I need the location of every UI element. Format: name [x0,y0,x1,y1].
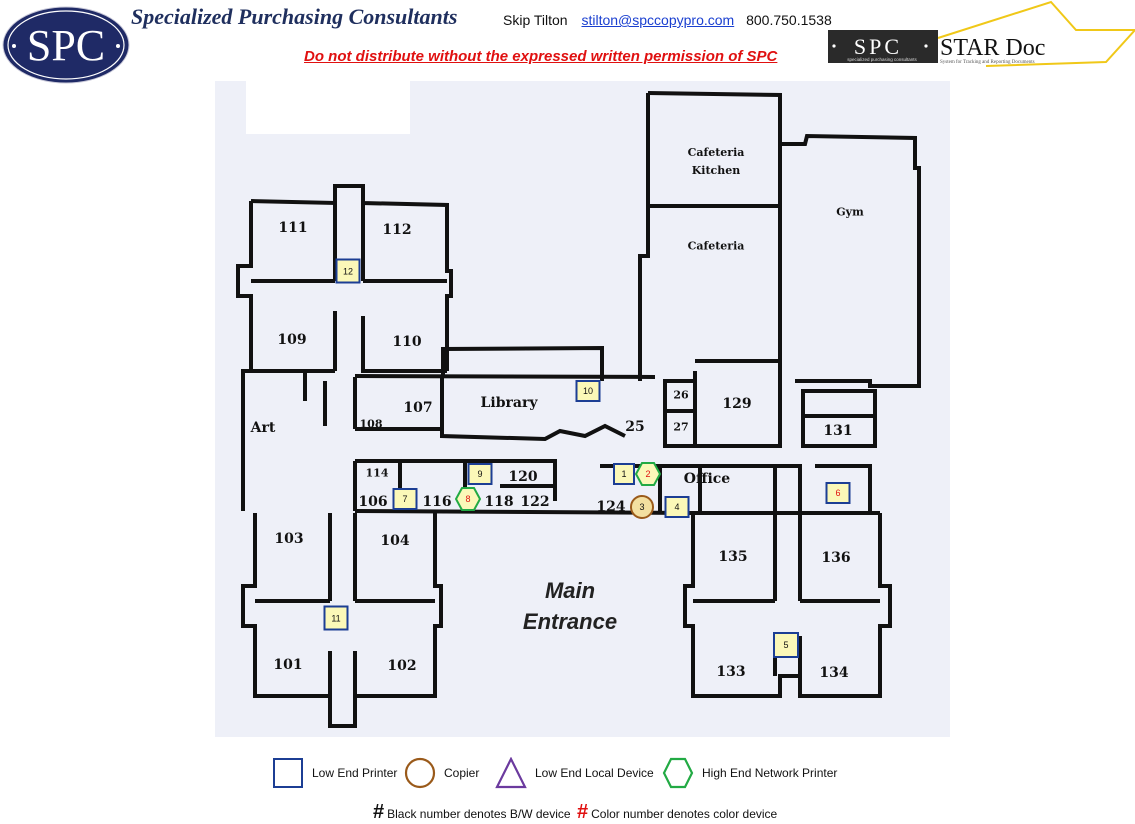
entrance-line-2: Entrance [522,609,618,634]
room-label: Cafeteria Kitchen [687,146,745,177]
room-label: 136 [821,550,851,566]
room-label: 120 [508,469,538,485]
contact-info: Skip Tilton stilton@spccopypro.com 800.7… [503,12,832,28]
device-number: 5 [783,640,789,650]
device-number: 10 [582,386,593,396]
legend-label: Copier [444,766,480,780]
svg-text:SPC: SPC [854,34,902,59]
room-label: 25 [625,419,645,435]
legend-label: Low End Local Device [535,766,654,780]
device-marker[interactable]: 12 [335,258,361,284]
legend-high-end-network-printer: High End Network Printer [662,757,837,789]
floor-plan-walls [236,81,921,728]
svg-text:specialized purchasing consult: specialized purchasing consultants [847,57,917,62]
device-number: 8 [465,494,471,504]
color-note-text: Color number denotes color device [591,807,778,821]
legend-label: Low End Printer [312,766,398,780]
room-label: 108 [359,417,383,431]
room-label: 112 [382,222,412,238]
device-marker[interactable]: 4 [664,496,690,518]
contact-email-link[interactable]: stilton@spccopypro.com [581,12,735,28]
hexagon-icon [635,462,661,486]
room-label: 135 [718,549,748,565]
device-marker[interactable]: 8 [455,487,481,511]
room-label: 124 [596,499,626,515]
legend-low-end-local-device: Low End Local Device [495,757,654,789]
device-number: 9 [477,469,483,479]
room-label: Office [683,471,731,487]
room-label: 118 [484,494,514,510]
room-label: Cafeteria [687,239,745,253]
room-label: 106 [358,494,388,510]
device-marker[interactable]: 5 [773,632,799,658]
device-number: 11 [331,613,341,623]
legend-low-end-printer: Low End Printer [272,757,397,789]
svg-text:STAR Doc: STAR Doc [940,35,1045,61]
room-label: 107 [403,400,433,416]
room-label: 110 [392,334,422,350]
hexagon-icon [455,487,481,511]
device-marker[interactable]: 11 [323,605,349,631]
room-label: 122 [520,494,550,510]
bw-note-text: Black number denotes B/W device [387,807,571,821]
device-number: 6 [835,488,841,498]
room-label: 134 [819,665,849,681]
company-name: Specialized Purchasing Consultants [131,4,458,29]
device-marker[interactable]: 6 [825,482,851,504]
room-label: 26 [673,388,689,402]
room-label: 104 [380,533,410,549]
color-symbol: # [577,801,589,823]
device-number: 1 [621,469,627,479]
room-label: Art [250,420,276,436]
triangle-icon [495,757,527,789]
square-icon [273,758,303,788]
device-number: 4 [674,502,680,512]
device-number: 7 [402,494,408,504]
contact-phone: 800.750.1538 [746,12,832,28]
device-number: 2 [645,469,651,479]
stardoc-logo: SPC specialized purchasing consultants S… [826,0,1135,70]
distribution-warning: Do not distribute without the expressed … [304,48,778,65]
floor-plan-map: 1 2 3 4 5 6 7 8 9 10 11 12 111 112 109 1… [215,81,950,737]
spc-logo: SPC [2,6,130,84]
main-entrance-label: Main Entrance [515,575,625,637]
hexagon-icon [662,757,694,789]
legend-copier: Copier [404,757,479,789]
room-label: 109 [277,332,307,348]
color-note: # Color number denotes color device [577,801,777,824]
room-label: 102 [387,658,417,674]
room-label: Library [480,395,538,411]
device-marker[interactable]: 9 [467,463,493,485]
room-label: 131 [823,423,853,439]
room-label: 116 [422,494,452,510]
svg-text:SPC: SPC [27,21,105,70]
device-marker[interactable]: 10 [575,380,601,402]
device-marker[interactable]: 1 [613,463,635,485]
device-marker[interactable]: 2 [635,462,661,486]
device-marker[interactable]: 7 [392,488,418,510]
bw-note: # Black number denotes B/W device [373,801,571,824]
room-label: 111 [278,220,308,236]
room-label: 129 [722,396,752,412]
device-number: 12 [342,266,353,276]
room-label: 101 [273,657,303,673]
bw-symbol: # [373,801,385,823]
room-label: Gym [836,205,864,219]
room-label: 27 [673,420,689,434]
circle-icon [404,757,436,789]
entrance-line-1: Main [544,578,596,603]
svg-text:System for Tracking and Report: System for Tracking and Reporting Docume… [940,60,1035,65]
room-label: 103 [274,531,304,547]
device-number: 3 [639,502,645,512]
room-label: 133 [716,664,746,680]
contact-name: Skip Tilton [503,12,568,28]
legend-label: High End Network Printer [702,766,838,780]
device-marker[interactable]: 3 [630,495,654,519]
room-label: 114 [365,466,389,480]
